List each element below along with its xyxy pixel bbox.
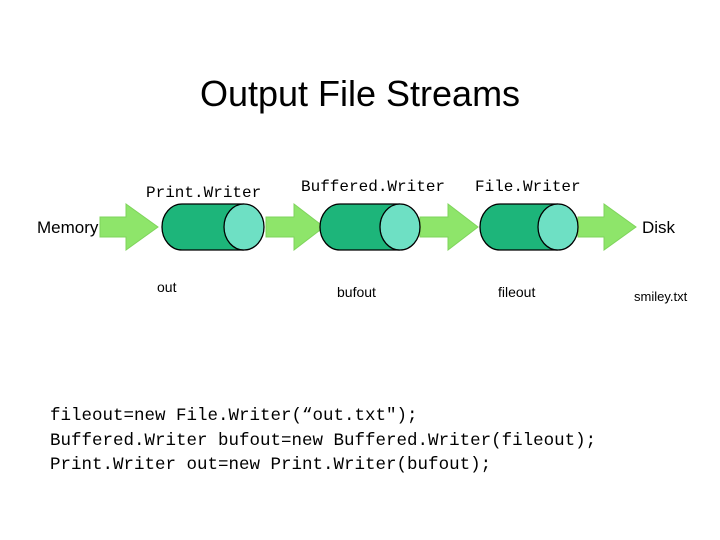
code-line-fileout: fileout=new File.Writer(“out.txt"); bbox=[50, 406, 418, 426]
filewriter-pipe-back-edge bbox=[479, 203, 501, 251]
bufout-variable-label: bufout bbox=[337, 284, 376, 300]
bufferedwriter-to-filewriter-arrow bbox=[419, 202, 479, 252]
page-title: Output File Streams bbox=[199, 73, 521, 114]
fileout-variable-label: fileout bbox=[498, 284, 536, 300]
printwriter-to-bufferedwriter-arrow bbox=[265, 202, 325, 252]
filewriter-to-disk-arrow bbox=[577, 203, 637, 251]
memory-label: Memory bbox=[37, 218, 99, 237]
printwriter-pipe-end bbox=[223, 203, 265, 251]
printwriter-class-label: Print.Writer bbox=[146, 184, 262, 202]
bufferedwriter-class-label: Buffered.Writer bbox=[301, 178, 446, 196]
printwriter-pipe-back-edge bbox=[161, 203, 183, 251]
bufferedwriter-pipe-end bbox=[379, 203, 421, 251]
disk-label: Disk bbox=[642, 218, 676, 237]
code-line-bufout: Buffered.Writer bufout=new Buffered.Writ… bbox=[50, 430, 597, 451]
filewriter-pipe-end bbox=[537, 203, 579, 251]
filewriter-pipe bbox=[479, 203, 579, 251]
code-line-out: Print.Writer out=new Print.Writer(bufout… bbox=[50, 455, 492, 475]
bufferedwriter-pipe-back-edge bbox=[319, 203, 341, 251]
code-block: fileout=new File.Writer(“out.txt"); Buffe… bbox=[50, 404, 596, 478]
out-variable-label: out bbox=[157, 279, 177, 295]
bufferedwriter-pipe bbox=[319, 203, 421, 251]
printwriter-pipe bbox=[161, 203, 265, 251]
memory-to-printwriter-arrow bbox=[99, 203, 159, 251]
smiley-file-label: smiley.txt bbox=[634, 289, 688, 304]
filewriter-class-label: File.Writer bbox=[475, 178, 581, 196]
